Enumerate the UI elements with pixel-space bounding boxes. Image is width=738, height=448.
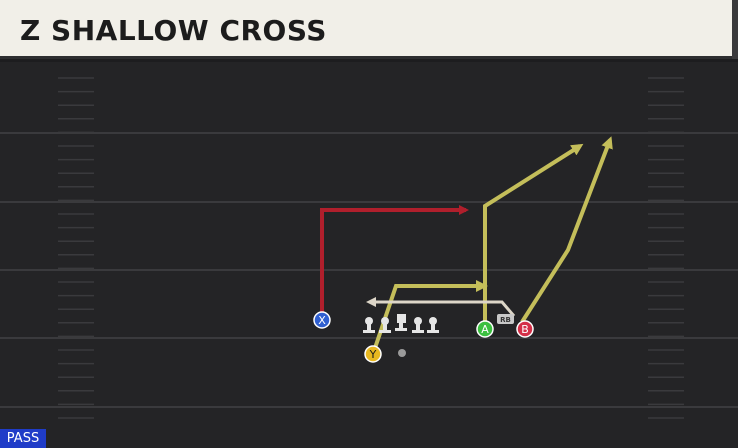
quarterback-marker bbox=[398, 349, 406, 357]
route-x-post-out bbox=[320, 205, 469, 312]
route-b-go bbox=[520, 136, 613, 324]
player-b-label: B bbox=[521, 323, 529, 336]
route-rb-flat bbox=[366, 297, 516, 317]
player-y-circle bbox=[364, 345, 382, 363]
route-y-drag bbox=[373, 280, 488, 349]
lineman-icon bbox=[363, 317, 375, 333]
play-header: Z SHALLOW CROSS bbox=[0, 0, 738, 59]
center-icon bbox=[395, 314, 407, 331]
player-y[interactable]: Y bbox=[364, 345, 382, 363]
player-b[interactable]: B bbox=[516, 320, 534, 338]
player-x-label: X bbox=[318, 314, 326, 327]
player-x-circle bbox=[313, 311, 331, 329]
hash-marks-right bbox=[648, 77, 684, 419]
hash-marks-left bbox=[58, 77, 94, 419]
route-a-corner bbox=[483, 143, 584, 322]
player-a[interactable]: A bbox=[476, 320, 494, 338]
player-y-label: Y bbox=[369, 348, 377, 361]
header-edge bbox=[732, 0, 738, 59]
offensive-line bbox=[363, 314, 439, 333]
player-b-circle bbox=[516, 320, 534, 338]
rb-badge-label: RB bbox=[500, 316, 511, 324]
football-field bbox=[0, 62, 738, 448]
player-x[interactable]: X bbox=[313, 311, 331, 329]
play-title: Z SHALLOW CROSS bbox=[20, 14, 327, 47]
play-type-badge: PASS bbox=[0, 429, 46, 448]
lineman-icon bbox=[412, 317, 424, 333]
rb-badge[interactable]: RB bbox=[497, 314, 514, 324]
lineman-icon bbox=[379, 317, 391, 333]
yard-lines bbox=[0, 132, 738, 408]
player-a-label: A bbox=[481, 323, 489, 336]
lineman-icon bbox=[427, 317, 439, 333]
player-a-circle bbox=[476, 320, 494, 338]
